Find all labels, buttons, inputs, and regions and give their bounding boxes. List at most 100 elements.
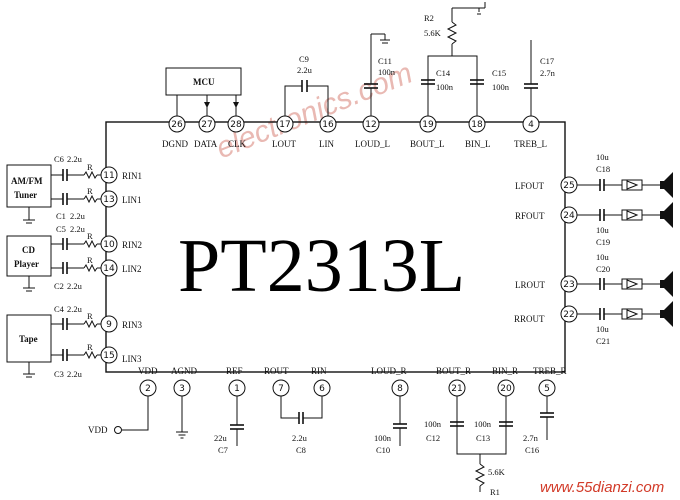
top-pin-19-number: 19 — [422, 120, 434, 130]
input-network-rin3: C4 2.2u R — [51, 304, 101, 330]
left-pin-14-lin2: 14 LIN2 — [100, 259, 142, 277]
tape-block: Tape — [6, 314, 52, 378]
c16-value: 2.7n — [523, 433, 539, 443]
output-lrout: 10u C20 — [577, 252, 673, 297]
lin1-resistor-label: R — [87, 186, 93, 196]
c12-value: 100n — [424, 419, 442, 429]
top-pin-18: 18 BIN_L — [465, 115, 491, 149]
bottom-pin-1: 1 REF — [226, 366, 246, 397]
capacitor-c15: C15 100n — [470, 68, 510, 92]
bottom-pin-8-number: 8 — [397, 384, 403, 394]
r1-name: R1 — [490, 487, 500, 497]
r2-value: 5.6K — [424, 28, 442, 38]
left-pin-15-lin3: 15 LIN3 — [100, 346, 142, 364]
bottom-pin-20: 20 BIN_R — [492, 366, 518, 397]
speaker-lf-icon — [660, 172, 673, 198]
c3-value: 2.2u — [67, 369, 83, 379]
clk-arrow-icon — [233, 102, 239, 108]
c21-name: C21 — [596, 336, 610, 346]
output-rfout: 10u C19 — [577, 202, 673, 247]
c17-name: C17 — [540, 56, 554, 66]
top-pin-16: 16 LIN — [319, 115, 337, 149]
c7-value: 22u — [214, 433, 228, 443]
cd-line2: Player — [14, 259, 39, 269]
mcu-label: MCU — [193, 77, 215, 87]
c17-value: 2.7n — [540, 68, 556, 78]
top-pin-26-label: DGND — [162, 139, 188, 149]
c15-value: 100n — [492, 82, 510, 92]
left-pin-10-number: 10 — [103, 240, 115, 250]
top-pin-17-number: 17 — [279, 120, 290, 130]
top-pin-27-label: DATA — [194, 139, 218, 149]
c12-name: C12 — [426, 433, 440, 443]
c13-value: 100n — [474, 419, 492, 429]
capacitor-c13: 100n C13 — [474, 419, 513, 443]
bottom-pin-2-number: 2 — [145, 384, 151, 394]
c6-name: C6 — [54, 154, 64, 164]
bottom-pin-3: 3 AGND — [171, 366, 197, 397]
input-network-lin1: C1 2.2u R — [51, 186, 101, 221]
bottom-pin-5-number: 5 — [544, 384, 550, 394]
bottom-pin-21-number: 21 — [451, 384, 462, 394]
agnd-ground — [176, 396, 188, 439]
c18-value: 10u — [596, 152, 610, 162]
left-pin-lin1-label: LIN1 — [122, 195, 142, 205]
rin1-resistor-label: R — [87, 162, 93, 172]
cd-player-block: CD Player — [6, 235, 52, 292]
input-network-lin2: C2 2.2u R — [51, 255, 101, 291]
left-pin-rin1-label: RIN1 — [122, 171, 142, 181]
c10-name: C10 — [376, 445, 390, 455]
speaker-lr-icon — [660, 271, 673, 297]
rin2-resistor-label: R — [87, 231, 93, 241]
left-pin-lin3-label: LIN3 — [122, 354, 142, 364]
c20-value: 10u — [596, 252, 610, 262]
lin3-resistor-label: R — [87, 342, 93, 352]
data-arrow-icon — [204, 102, 210, 108]
amfm-line1: AM/FM — [11, 176, 43, 186]
vdd-terminal-icon — [114, 426, 122, 434]
bottom-pin-6-number: 6 — [319, 384, 325, 394]
top-pin-27-number: 27 — [201, 120, 212, 130]
top-pin-12-label: LOUD_L — [355, 139, 390, 149]
top-pin-26: 26 DGND — [162, 115, 188, 149]
c9-name: C9 — [299, 54, 309, 64]
c14-value: 100n — [436, 82, 454, 92]
capacitor-c16: 2.7n C16 — [523, 396, 554, 455]
c1-value: 2.2u — [70, 211, 86, 221]
c2-name: C2 — [54, 281, 64, 291]
capacitor-c10: 100n C10 — [374, 396, 407, 455]
c4-value: 2.2u — [67, 304, 83, 314]
left-pin-11-number: 11 — [103, 171, 114, 181]
right-pin-rrout-label: RROUT — [514, 314, 545, 324]
c19-value: 10u — [596, 225, 610, 235]
right-pin-lrout-label: LROUT — [515, 280, 545, 290]
right-pin-24: 24 RFOUT — [515, 206, 578, 224]
right-pin-23: 23 LROUT — [515, 275, 578, 293]
c14-name: C14 — [436, 68, 451, 78]
input-network-rin2: C5 2.2u R — [51, 224, 101, 250]
capacitor-c17: C17 2.7n — [524, 40, 556, 116]
output-rrout: 10u C21 — [577, 301, 673, 346]
top-pin-4-number: 4 — [528, 120, 534, 130]
top-pin-4: 4 TREB_L — [514, 115, 547, 149]
top-pin-18-number: 18 — [471, 120, 483, 130]
top-pin-4-label: TREB_L — [514, 139, 547, 149]
vdd-supply-label: VDD — [88, 425, 108, 435]
bottom-pin-bin-r-label: BIN_R — [492, 366, 518, 376]
c7-name: C7 — [218, 445, 228, 455]
c6-value: 2.2u — [67, 154, 83, 164]
c5-value: 2.2u — [70, 224, 86, 234]
top-pin-19-label: BOUT_L — [410, 139, 445, 149]
c11-value: 100n — [378, 67, 396, 77]
top-pin-16-label: LIN — [319, 139, 334, 149]
c8-value: 2.2u — [292, 433, 308, 443]
c20-name: C20 — [596, 264, 610, 274]
c5-name: C5 — [56, 224, 66, 234]
rin3-resistor-label: R — [87, 311, 93, 321]
resistor-r2: R2 5.6K — [424, 2, 486, 56]
left-pin-rin3-label: RIN3 — [122, 320, 142, 330]
c3-name: C3 — [54, 369, 64, 379]
r2-name: R2 — [424, 13, 434, 23]
bottom-pin-8: 8 LOUD_R — [371, 366, 409, 397]
